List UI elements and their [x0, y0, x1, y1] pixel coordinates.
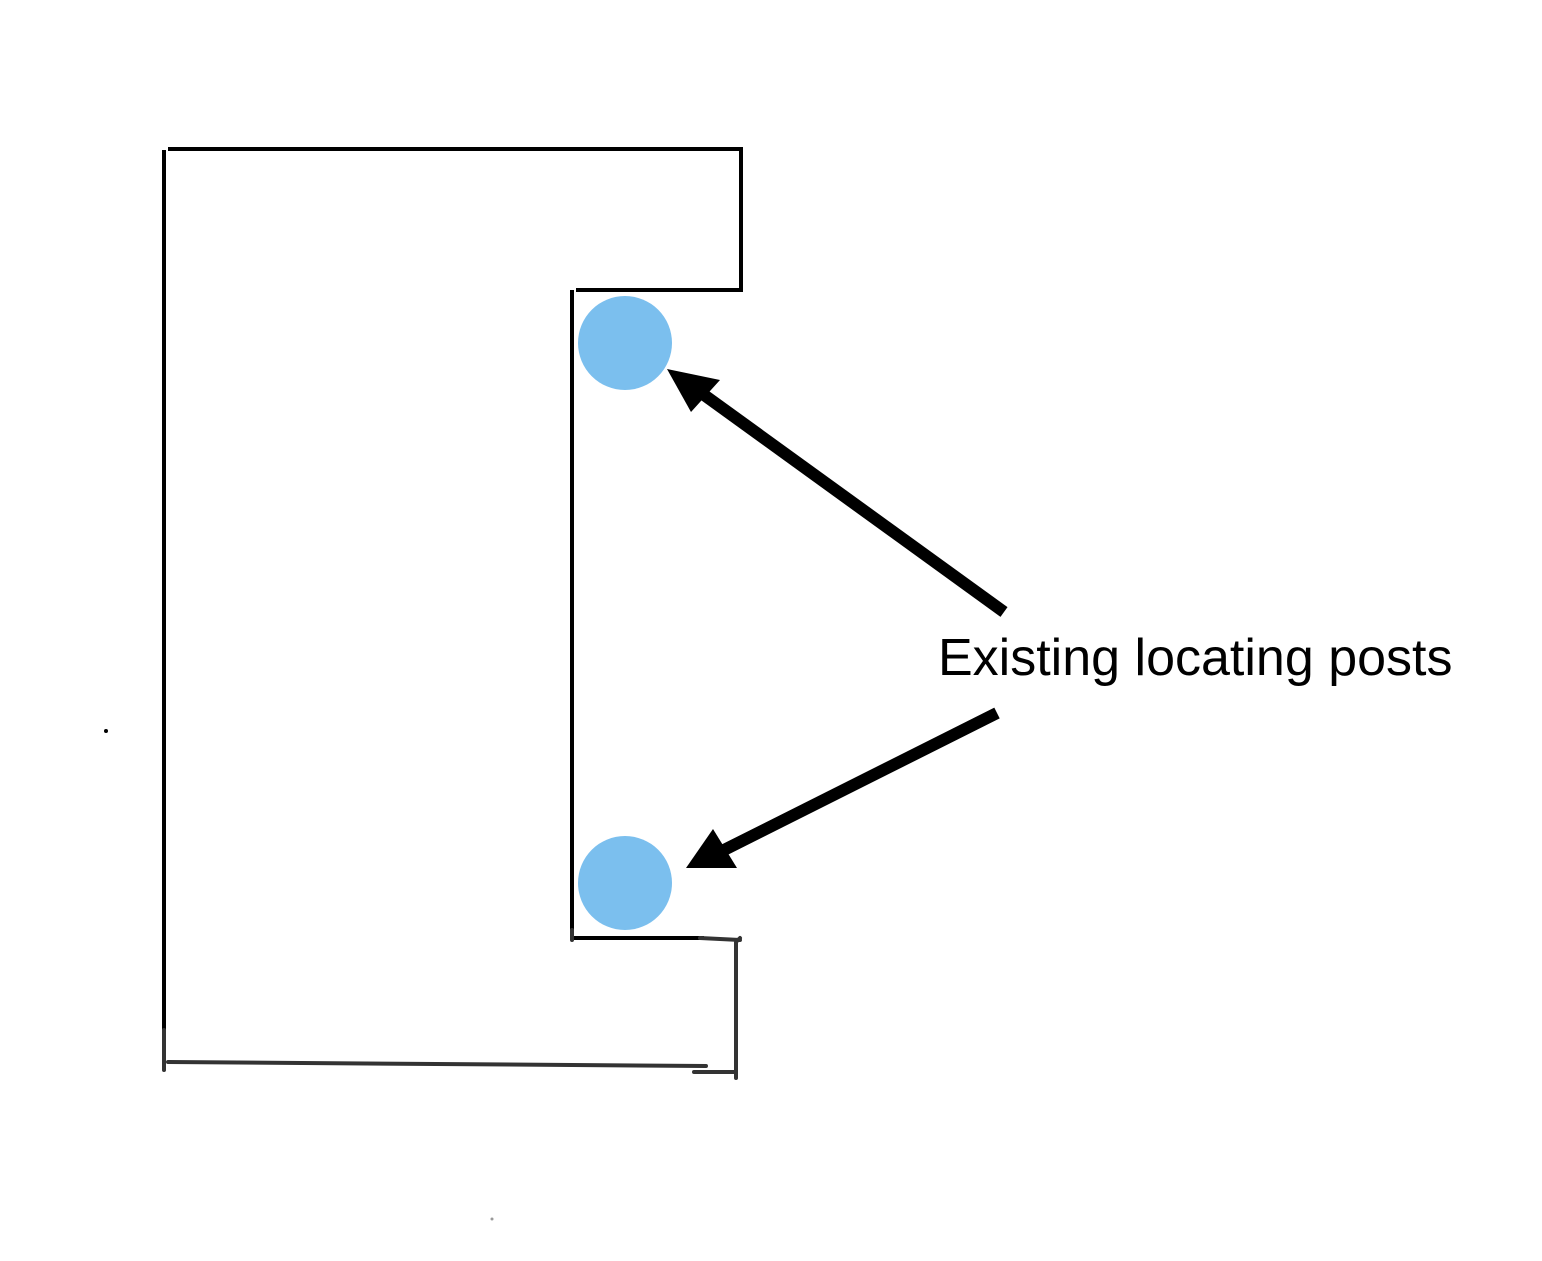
arrow-to-top-post: [667, 369, 1008, 617]
part-outline-lower: [162, 928, 742, 1080]
annotation-label: Existing locating posts: [938, 629, 1453, 687]
stray-dot: [104, 729, 108, 733]
part-outline: [162, 147, 743, 1080]
locating-post-bottom: [578, 836, 672, 930]
stray-dot: [490, 1217, 494, 1221]
arrow-to-bottom-post: [686, 707, 1000, 868]
locating-post-top: [578, 296, 672, 390]
